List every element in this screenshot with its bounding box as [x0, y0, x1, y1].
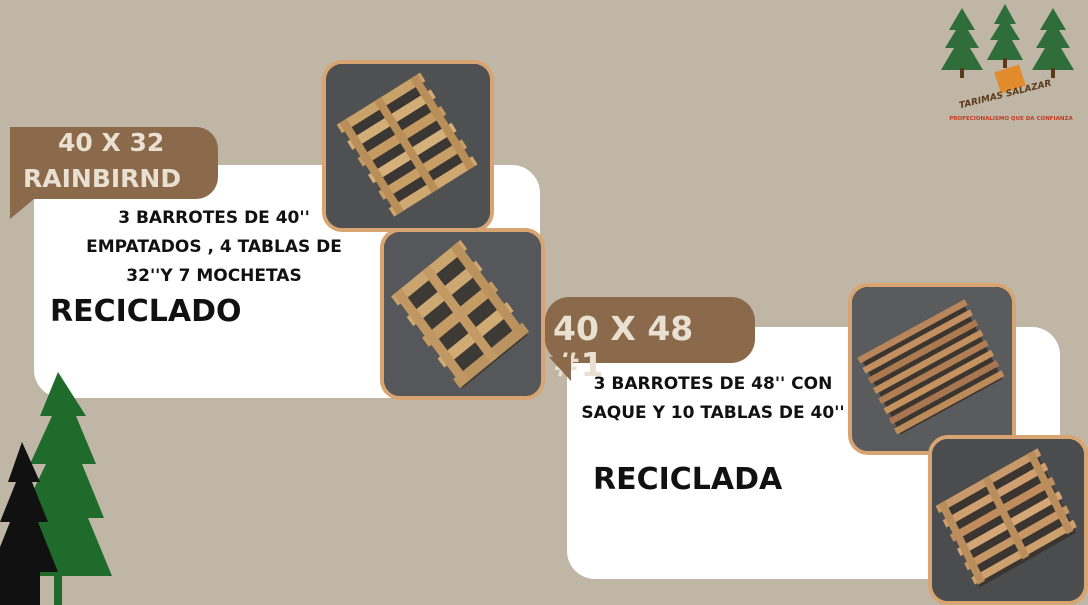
tag-tail — [549, 357, 571, 381]
variant-label: RAINBIRND — [23, 164, 182, 193]
size-label: 40 X 32 — [58, 128, 165, 157]
condition-label-40x48: RECICLADA — [593, 462, 783, 497]
description-line: 32''Y 7 MOCHETAS — [126, 266, 302, 286]
description-line: SAQUE Y 10 TABLAS DE 40'' — [581, 403, 845, 423]
pine-trees-logo-icon — [941, 4, 1074, 94]
pallet-image — [932, 439, 1084, 601]
pallet-photo — [322, 60, 494, 232]
pine-trees-icon — [0, 372, 112, 605]
condition-label-40x32: RECICLADO — [50, 294, 242, 329]
pallet-photo — [380, 228, 545, 400]
size-tag-40x48: 40 X 48 #1 — [545, 297, 755, 383]
description-line: 3 BARROTES DE 48'' CON — [593, 374, 833, 394]
product-description-40x48: 3 BARROTES DE 48'' CON SAQUE Y 10 TABLAS… — [567, 370, 859, 428]
tag-tail — [10, 199, 34, 219]
pallet-photo — [928, 435, 1088, 605]
pallet-photo — [848, 283, 1016, 455]
product-description-40x32: 3 BARROTES DE 40'' EMPATADOS , 4 TABLAS … — [64, 204, 364, 291]
description-line: EMPATADOS , 4 TABLAS DE — [86, 237, 342, 257]
description-line: 3 BARROTES DE 40'' — [118, 208, 310, 228]
pallet-image — [384, 232, 541, 396]
pallet-image — [326, 64, 490, 228]
pallet-image — [852, 287, 1012, 451]
brand-tagline: PROFECIONALISMO QUE DA CONFIANZA — [949, 116, 1073, 122]
size-tag-40x32: 40 X 32 RAINBIRND — [10, 127, 218, 219]
